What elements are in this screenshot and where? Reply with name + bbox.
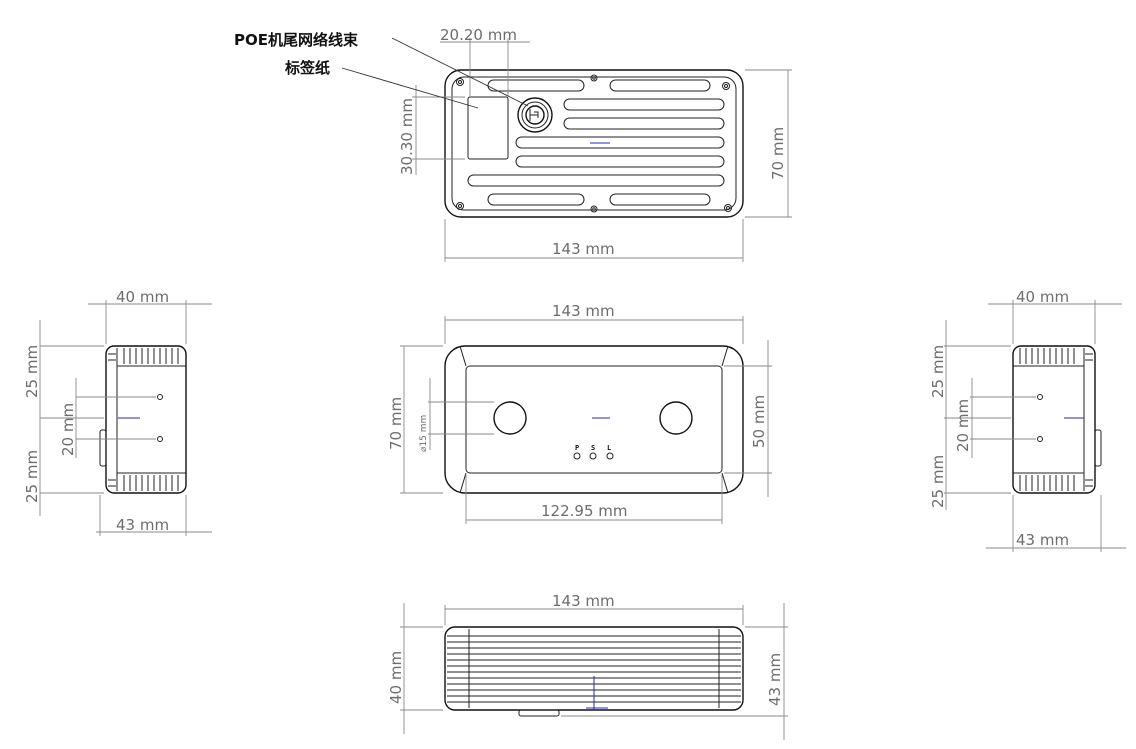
led-label-l: L bbox=[607, 444, 611, 452]
left-dim-upper: 25 mm bbox=[23, 345, 41, 398]
left-dim-depth-top: 40 mm bbox=[116, 288, 169, 306]
dim-label-width: 20.20 mm bbox=[440, 26, 517, 44]
front-dim-window-width: 122.95 mm bbox=[541, 502, 627, 520]
dim-length: 143 mm bbox=[552, 240, 615, 258]
top-view: 20.20 mm 30.30 mm 70 mm 143 mm bbox=[398, 26, 792, 262]
led-label-p: P bbox=[575, 444, 579, 452]
annotations: POE机尾网络线束 标签纸 bbox=[234, 31, 529, 109]
left-view: 40 mm 43 mm 25 mm 20 mm 25 mm bbox=[23, 288, 212, 536]
left-dim-depth-bottom: 43 mm bbox=[116, 516, 169, 534]
bottom-view: 143 mm 40 mm 43 mm bbox=[387, 592, 788, 740]
dim-height: 70 mm bbox=[769, 127, 787, 180]
front-dim-window-height: 50 mm bbox=[750, 395, 768, 448]
right-dim-depth-top: 40 mm bbox=[1016, 288, 1069, 306]
right-dim-middle: 20 mm bbox=[954, 399, 972, 452]
right-dim-depth-bottom: 43 mm bbox=[1016, 531, 1069, 549]
left-lens-icon bbox=[493, 401, 527, 435]
poe-connector-icon bbox=[517, 97, 553, 133]
front-dim-lens-diameter: ⌀15 mm bbox=[419, 415, 429, 452]
right-lens-icon bbox=[659, 401, 693, 435]
annotation-label-paper: 标签纸 bbox=[284, 59, 330, 77]
led-l-icon bbox=[606, 452, 614, 460]
right-dim-upper: 25 mm bbox=[929, 345, 947, 398]
bottom-dim-height-left: 40 mm bbox=[387, 651, 405, 704]
front-dim-height: 70 mm bbox=[387, 397, 405, 450]
led-p-icon bbox=[573, 452, 581, 460]
front-dim-length: 143 mm bbox=[552, 302, 615, 320]
dim-label-height: 30.30 mm bbox=[398, 98, 416, 175]
bottom-dim-height-right: 43 mm bbox=[766, 653, 784, 706]
front-view: P S L 143 mm 70 mm ⌀15 mm 50 mm 122.95 m… bbox=[387, 302, 772, 524]
right-dim-lower: 25 mm bbox=[929, 455, 947, 508]
led-s-icon bbox=[589, 452, 597, 460]
bottom-dim-length: 143 mm bbox=[552, 592, 615, 610]
right-view: 40 mm 43 mm 25 mm 20 mm 25 mm bbox=[929, 288, 1126, 552]
led-label-s: S bbox=[591, 444, 595, 452]
annotation-poe-cable: POE机尾网络线束 bbox=[234, 31, 359, 49]
left-dim-middle: 20 mm bbox=[59, 403, 77, 456]
left-dim-lower: 25 mm bbox=[23, 450, 41, 503]
